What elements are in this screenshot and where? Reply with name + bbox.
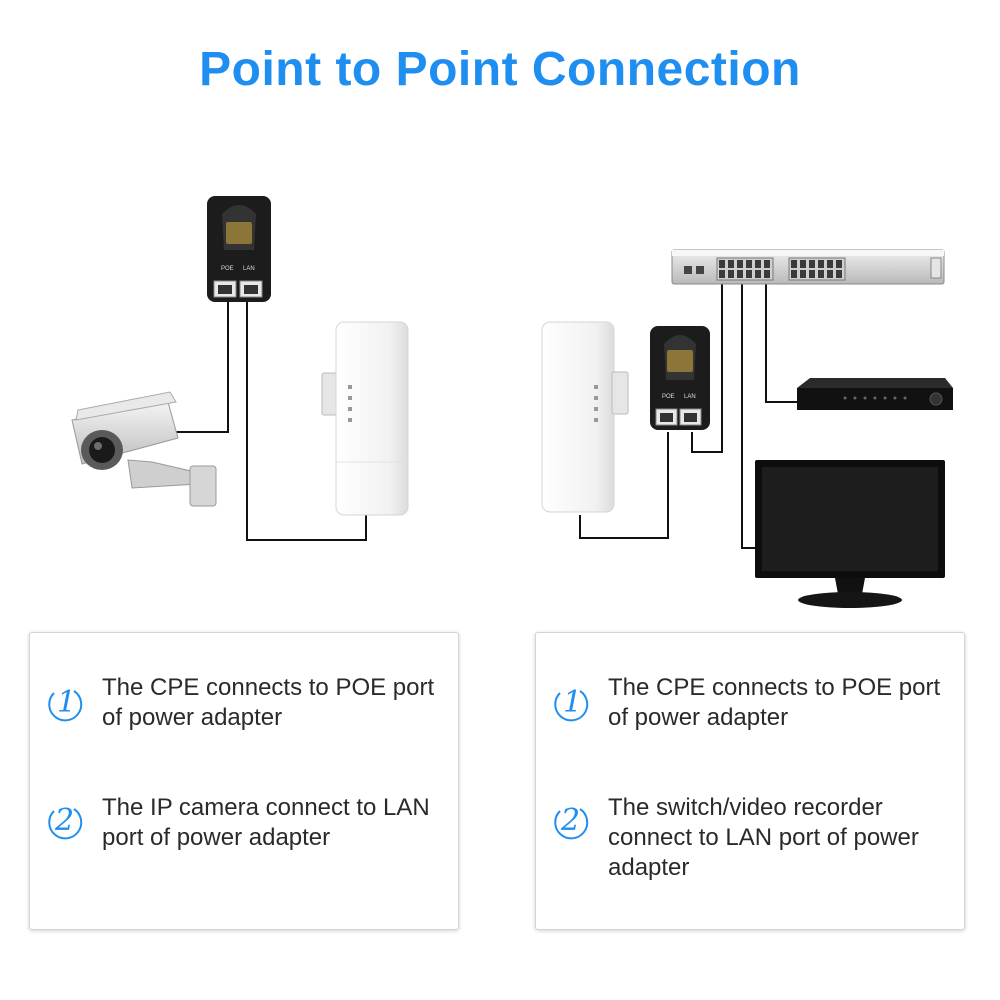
- right-instruction-card: 1 The CPE connects to POE port of power …: [535, 632, 965, 930]
- right-cpe-device: [541, 321, 629, 513]
- monitor: [755, 460, 945, 608]
- page-title: Point to Point Connection: [199, 43, 801, 96]
- step-number-2-icon: 2: [554, 803, 589, 840]
- right-poe-label: POE: [662, 394, 675, 400]
- left-instruction-card: 1 The CPE connects to POE port of power …: [29, 632, 459, 930]
- left-poe-adapter: POE LAN: [207, 196, 271, 302]
- switch-to-recorder-cable: [765, 282, 797, 403]
- network-switch: [671, 249, 945, 285]
- step-text: The CPE connects to POE port of power ad…: [102, 674, 435, 731]
- left-cables: [175, 300, 367, 541]
- step-number-1-icon: 1: [48, 685, 83, 722]
- step-number: 2: [560, 803, 580, 838]
- right-poe-adapter: POE LAN: [650, 326, 710, 430]
- step-number-2-icon: 2: [48, 803, 83, 840]
- right-lan-label: LAN: [684, 394, 696, 400]
- step-number: 2: [54, 803, 74, 838]
- switch-to-lan-cable: [691, 282, 723, 453]
- step-number: 1: [57, 685, 76, 720]
- left-lan-label: LAN: [243, 266, 255, 272]
- video-recorder: [797, 378, 953, 410]
- switch-to-monitor-cable: [741, 282, 755, 549]
- left-poe-label: POE: [221, 266, 234, 272]
- cpe-to-poe-cable-right: [579, 432, 669, 539]
- camera-to-lan-cable: [175, 300, 229, 433]
- step-number-1-icon: 1: [554, 685, 589, 722]
- ip-camera: [71, 391, 217, 507]
- right-cables: [579, 282, 797, 549]
- cpe-to-poe-cable: [246, 300, 367, 541]
- step-text: The CPE connects to POE port of power ad…: [608, 674, 941, 731]
- step-number: 1: [563, 685, 582, 720]
- left-cpe-device: [321, 321, 409, 516]
- step-text: The IP camera connect to LAN port of pow…: [102, 794, 430, 851]
- step-text: The switch/video recorder connect to LAN…: [608, 794, 919, 881]
- network-diagram: POE LAN: [71, 196, 953, 608]
